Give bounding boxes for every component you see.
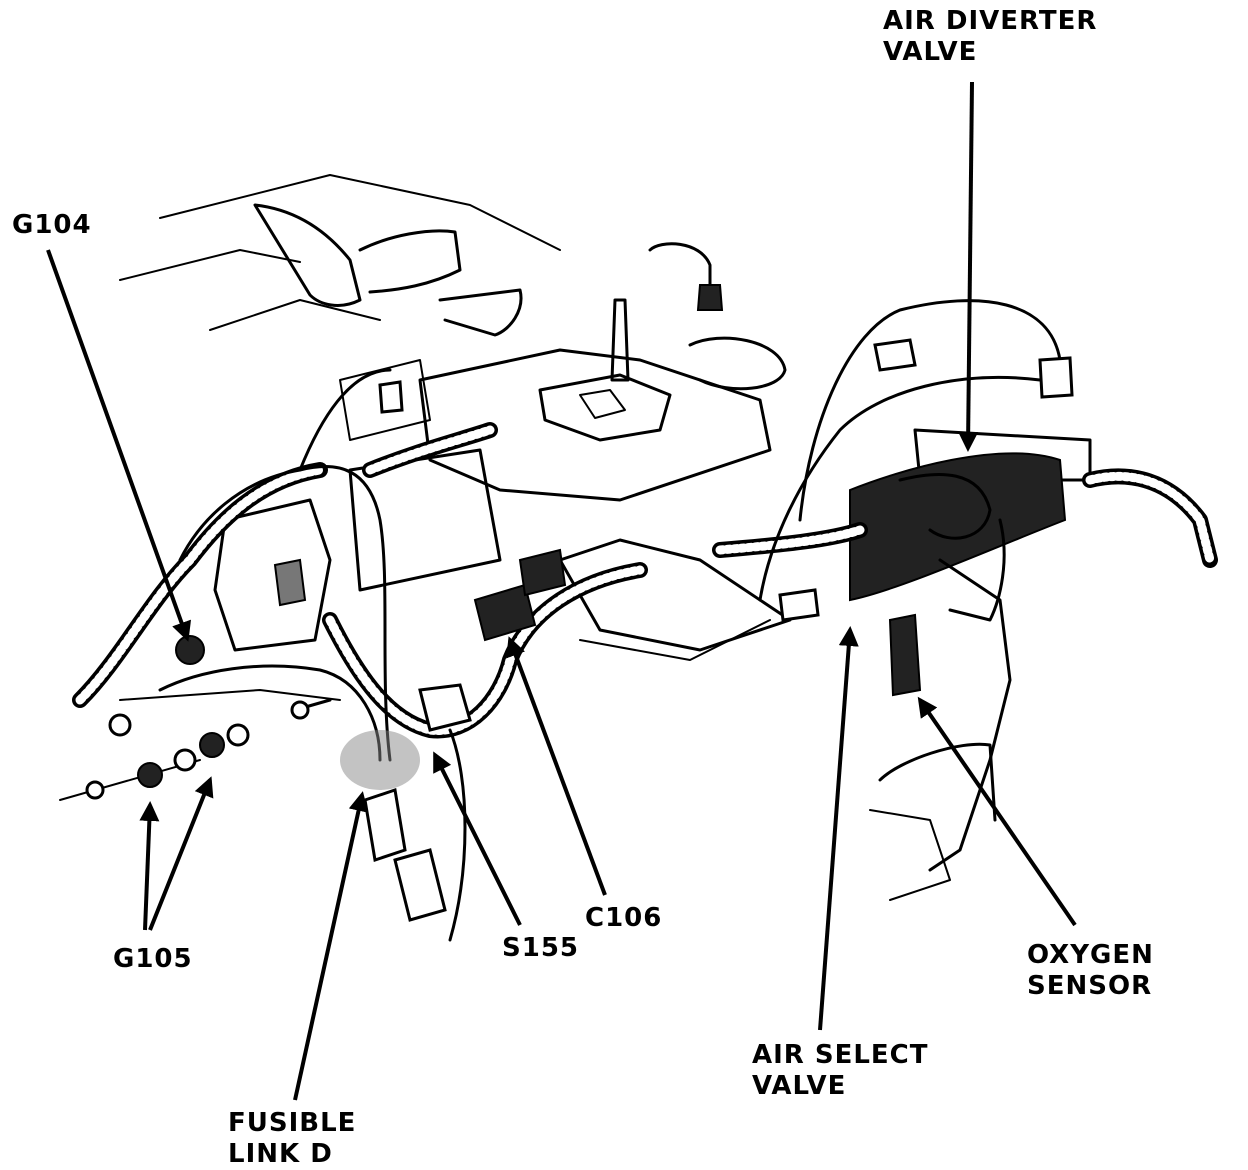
leader-s155 xyxy=(433,751,522,926)
label-air-select-valve-line1: AIR SELECT xyxy=(752,1040,929,1070)
label-oxygen-sensor-line2: SENSOR xyxy=(1027,971,1153,1001)
label-fusible-link-d-line1: FUSIBLE xyxy=(228,1108,357,1138)
label-oxygen-sensor: OXYGEN SENSOR xyxy=(1027,940,1154,1002)
label-g104: G104 xyxy=(12,210,92,240)
label-air-diverter-valve-line2: VALVE xyxy=(883,37,978,67)
leader-g105-left xyxy=(139,801,160,931)
label-s155: S155 xyxy=(502,933,579,963)
label-c106: C106 xyxy=(585,903,663,933)
leader-air-select-valve xyxy=(818,626,859,1031)
leader-fusible-link-d xyxy=(293,791,369,1101)
engine-artwork xyxy=(59,174,1218,942)
label-fusible-link-d: FUSIBLE LINK D xyxy=(228,1108,356,1170)
leader-lines xyxy=(46,81,1077,1101)
label-oxygen-sensor-line1: OXYGEN xyxy=(1027,940,1154,970)
leader-g104 xyxy=(46,249,192,642)
leader-oxygen-sensor xyxy=(917,696,1077,927)
label-air-diverter-valve-line1: AIR DIVERTER xyxy=(883,6,1098,36)
label-fusible-link-d-line2: LINK D xyxy=(228,1139,333,1169)
label-air-diverter-valve: AIR DIVERTER VALVE xyxy=(883,6,1097,68)
leader-c106 xyxy=(506,636,607,896)
label-g105: G105 xyxy=(113,944,193,974)
leader-air-diverter-valve xyxy=(958,81,979,452)
label-air-select-valve: AIR SELECT VALVE xyxy=(752,1040,929,1102)
leader-g105-right xyxy=(148,776,214,931)
label-air-select-valve-line2: VALVE xyxy=(752,1071,847,1101)
